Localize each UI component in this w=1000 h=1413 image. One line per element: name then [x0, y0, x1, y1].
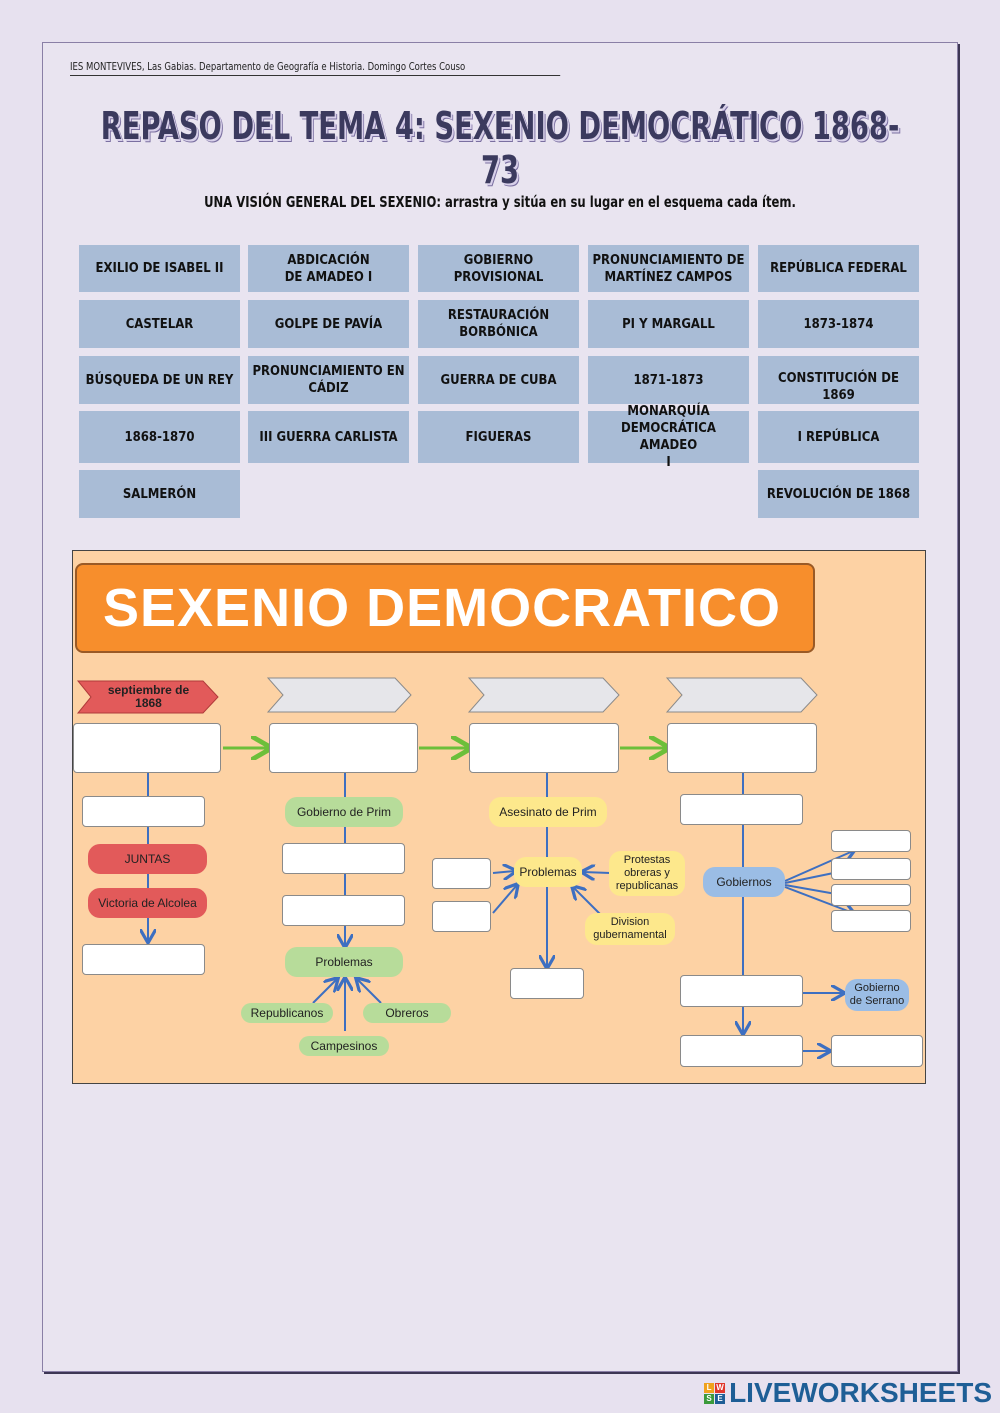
juntas-node: JUNTAS	[88, 844, 207, 874]
page-title: REPASO DEL TEMA 4: SEXENIO DEMOCRÁTICO 1…	[100, 104, 900, 192]
start-tag-label: septiembre de 1868	[107, 683, 190, 710]
instructions: UNA VISIÓN GENERAL DEL SEXENIO: arrastra…	[204, 193, 796, 211]
gobierno-serrano-node: Gobierno de Serrano	[845, 979, 909, 1011]
drag-item-1868-1870[interactable]: 1868-1870	[79, 411, 240, 463]
drop-zone-2b[interactable]	[282, 895, 405, 926]
campesinos-node: Campesinos	[299, 1036, 389, 1056]
asesinato-node: Asesinato de Prim	[489, 797, 607, 827]
drag-item-pi-margall[interactable]: PI Y MARGALL	[588, 300, 749, 348]
drop-zone-4g[interactable]	[680, 1035, 803, 1067]
obreros-node: Obreros	[363, 1003, 451, 1023]
division-node: Division gubernamental	[585, 913, 675, 945]
drag-item-abdicacion[interactable]: ABDICACIÓN DE AMADEO I	[248, 245, 409, 292]
victoria-node: Victoria de Alcolea	[88, 888, 207, 918]
drag-item-1871-1873[interactable]: 1871-1873	[588, 356, 749, 404]
drag-item-salmeron[interactable]: SALMERÓN	[79, 470, 240, 518]
drag-item-figueras[interactable]: FIGUERAS	[418, 411, 579, 463]
drag-item-i-republica[interactable]: I REPÚBLICA	[758, 411, 919, 463]
drop-zone-3b[interactable]	[432, 901, 491, 932]
protestas-node: Protestas obreras y republicanas	[609, 851, 685, 896]
drop-zone-3c[interactable]	[510, 968, 584, 999]
drag-item-castelar[interactable]: CASTELAR	[79, 300, 240, 348]
republicanos-node: Republicanos	[241, 1003, 333, 1023]
chevron-3	[467, 677, 620, 713]
drag-item-pronunciamiento-cadiz[interactable]: PRONUNCIAMIENTO EN CÁDIZ	[248, 356, 409, 404]
drop-zone-1b[interactable]	[82, 944, 205, 975]
drop-zone-1a[interactable]	[82, 796, 205, 827]
logo-mark-icon: L W S E	[704, 1382, 726, 1404]
drag-item-restauracion[interactable]: RESTAURACIÓN BORBÓNICA	[418, 300, 579, 348]
problemas-node: Problemas	[285, 947, 403, 977]
drag-item-golpe-pavia[interactable]: GOLPE DE PAVÍA	[248, 300, 409, 348]
drag-item-guerra-cuba[interactable]: GUERRA DE CUBA	[418, 356, 579, 404]
connector-lines	[76, 677, 925, 1083]
concept-map: SEXENIO DEMOCRATICO	[72, 550, 926, 1084]
drag-item-guerra-carlista[interactable]: III GUERRA CARLISTA	[248, 411, 409, 463]
gobiernos-node: Gobiernos	[703, 867, 785, 897]
chevron-4	[665, 677, 818, 713]
header-credit: IES MONTEVIVES, Las Gabias. Departamento…	[70, 60, 561, 76]
drop-zone-4e[interactable]	[831, 910, 911, 932]
drag-item-busqueda-rey[interactable]: BÚSQUEDA DE UN REY	[79, 356, 240, 404]
diagram-banner: SEXENIO DEMOCRATICO	[75, 563, 815, 653]
start-tag-shape	[76, 680, 219, 714]
drag-item-martinez-campos[interactable]: PRONUNCIAMIENTO DE MARTÍNEZ CAMPOS	[588, 245, 749, 292]
drag-item-1873-1874[interactable]: 1873-1874	[758, 300, 919, 348]
drop-zone-1[interactable]	[73, 723, 221, 773]
drop-zone-4[interactable]	[667, 723, 817, 773]
drop-zone-4d[interactable]	[831, 884, 911, 906]
drop-zone-4f[interactable]	[680, 975, 803, 1007]
drop-zone-3[interactable]	[469, 723, 619, 773]
liveworksheets-logo: L W S E LIVEWORKSHEETS	[704, 1377, 992, 1409]
drop-zone-4a[interactable]	[680, 794, 803, 825]
drop-zone-2[interactable]	[269, 723, 418, 773]
drop-zone-4b[interactable]	[831, 830, 911, 852]
drag-item-exilio[interactable]: EXILIO DE ISABEL II	[79, 245, 240, 292]
chevron-2	[266, 677, 412, 713]
logo-text: LIVEWORKSHEETS	[729, 1377, 992, 1408]
drag-item-revolucion-1868[interactable]: REVOLUCIÓN DE 1868	[758, 470, 919, 518]
gobierno-prim-node: Gobierno de Prim	[285, 797, 403, 827]
drop-zone-3a[interactable]	[432, 858, 491, 889]
banner-title: SEXENIO DEMOCRATICO	[103, 578, 782, 638]
drop-zone-2a[interactable]	[282, 843, 405, 874]
drop-zone-4c[interactable]	[831, 858, 911, 880]
drag-item-constitucion-1869[interactable]: CONSTITUCIÓN DE 1869	[758, 356, 919, 404]
problemas-3-node: Problemas	[514, 857, 582, 887]
drag-item-gobierno-provisional[interactable]: GOBIERNO PROVISIONAL	[418, 245, 579, 292]
drop-zone-4h[interactable]	[831, 1035, 923, 1067]
drag-item-monarquia-amadeo[interactable]: MONARQUÍA DEMOCRÁTICA AMADEO I	[588, 404, 749, 470]
drag-item-republica-federal[interactable]: REPÚBLICA FEDERAL	[758, 245, 919, 292]
